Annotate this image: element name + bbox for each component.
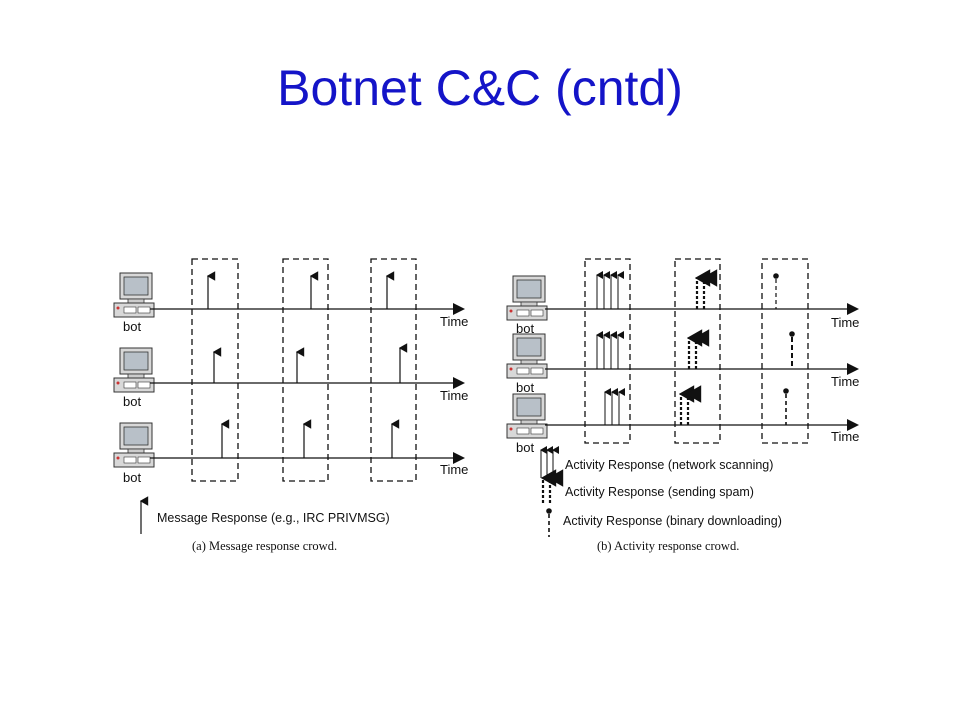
panel-b: bot Time bot Time bot Time xyxy=(506,258,859,553)
arrow-icon xyxy=(540,446,559,478)
time-label: Time xyxy=(831,315,859,330)
computer-icon xyxy=(113,347,155,393)
bot-label: bot xyxy=(516,380,534,395)
computer-icon xyxy=(113,272,155,318)
computer-icon xyxy=(506,393,548,439)
time-window-box xyxy=(761,258,809,444)
dot-line-icon xyxy=(546,508,552,537)
binary-downloading-marks xyxy=(773,273,795,425)
computer-icon xyxy=(113,422,155,468)
bot-label: bot xyxy=(123,470,141,485)
panel-a: bot Time bot Time bot Time Message Respo… xyxy=(113,258,468,553)
slide-title: Botnet C&C (cntd) xyxy=(277,60,683,116)
time-label: Time xyxy=(831,429,859,444)
bot-label: bot xyxy=(123,319,141,334)
computer-icon xyxy=(506,275,548,321)
time-window-box xyxy=(370,258,417,482)
legend-network-scanning: Activity Response (network scanning) xyxy=(565,458,773,472)
legend-binary-downloading: Activity Response (binary downloading) xyxy=(563,514,782,528)
legend-message-response: Message Response (e.g., IRC PRIVMSG) xyxy=(157,511,390,525)
time-window-box xyxy=(282,258,329,482)
sending-spam-arrows xyxy=(678,269,718,425)
time-label: Time xyxy=(440,388,468,403)
caption-b: (b) Activity response crowd. xyxy=(597,539,739,553)
caption-a: (a) Message response crowd. xyxy=(192,539,337,553)
time-window-box xyxy=(584,258,631,444)
time-window-box xyxy=(674,258,721,444)
bot-label: bot xyxy=(123,394,141,409)
computer-icon xyxy=(506,333,548,379)
network-scanning-arrows xyxy=(596,271,625,425)
time-label: Time xyxy=(831,374,859,389)
time-window-box xyxy=(191,258,239,482)
message-response-arrows xyxy=(206,271,408,458)
bot-label: bot xyxy=(516,321,534,336)
legend-sending-spam: Activity Response (sending spam) xyxy=(565,485,754,499)
time-label: Time xyxy=(440,462,468,477)
time-label: Time xyxy=(440,314,468,329)
bot-label: bot xyxy=(516,440,534,455)
dashed-arrow-icon xyxy=(540,469,564,503)
